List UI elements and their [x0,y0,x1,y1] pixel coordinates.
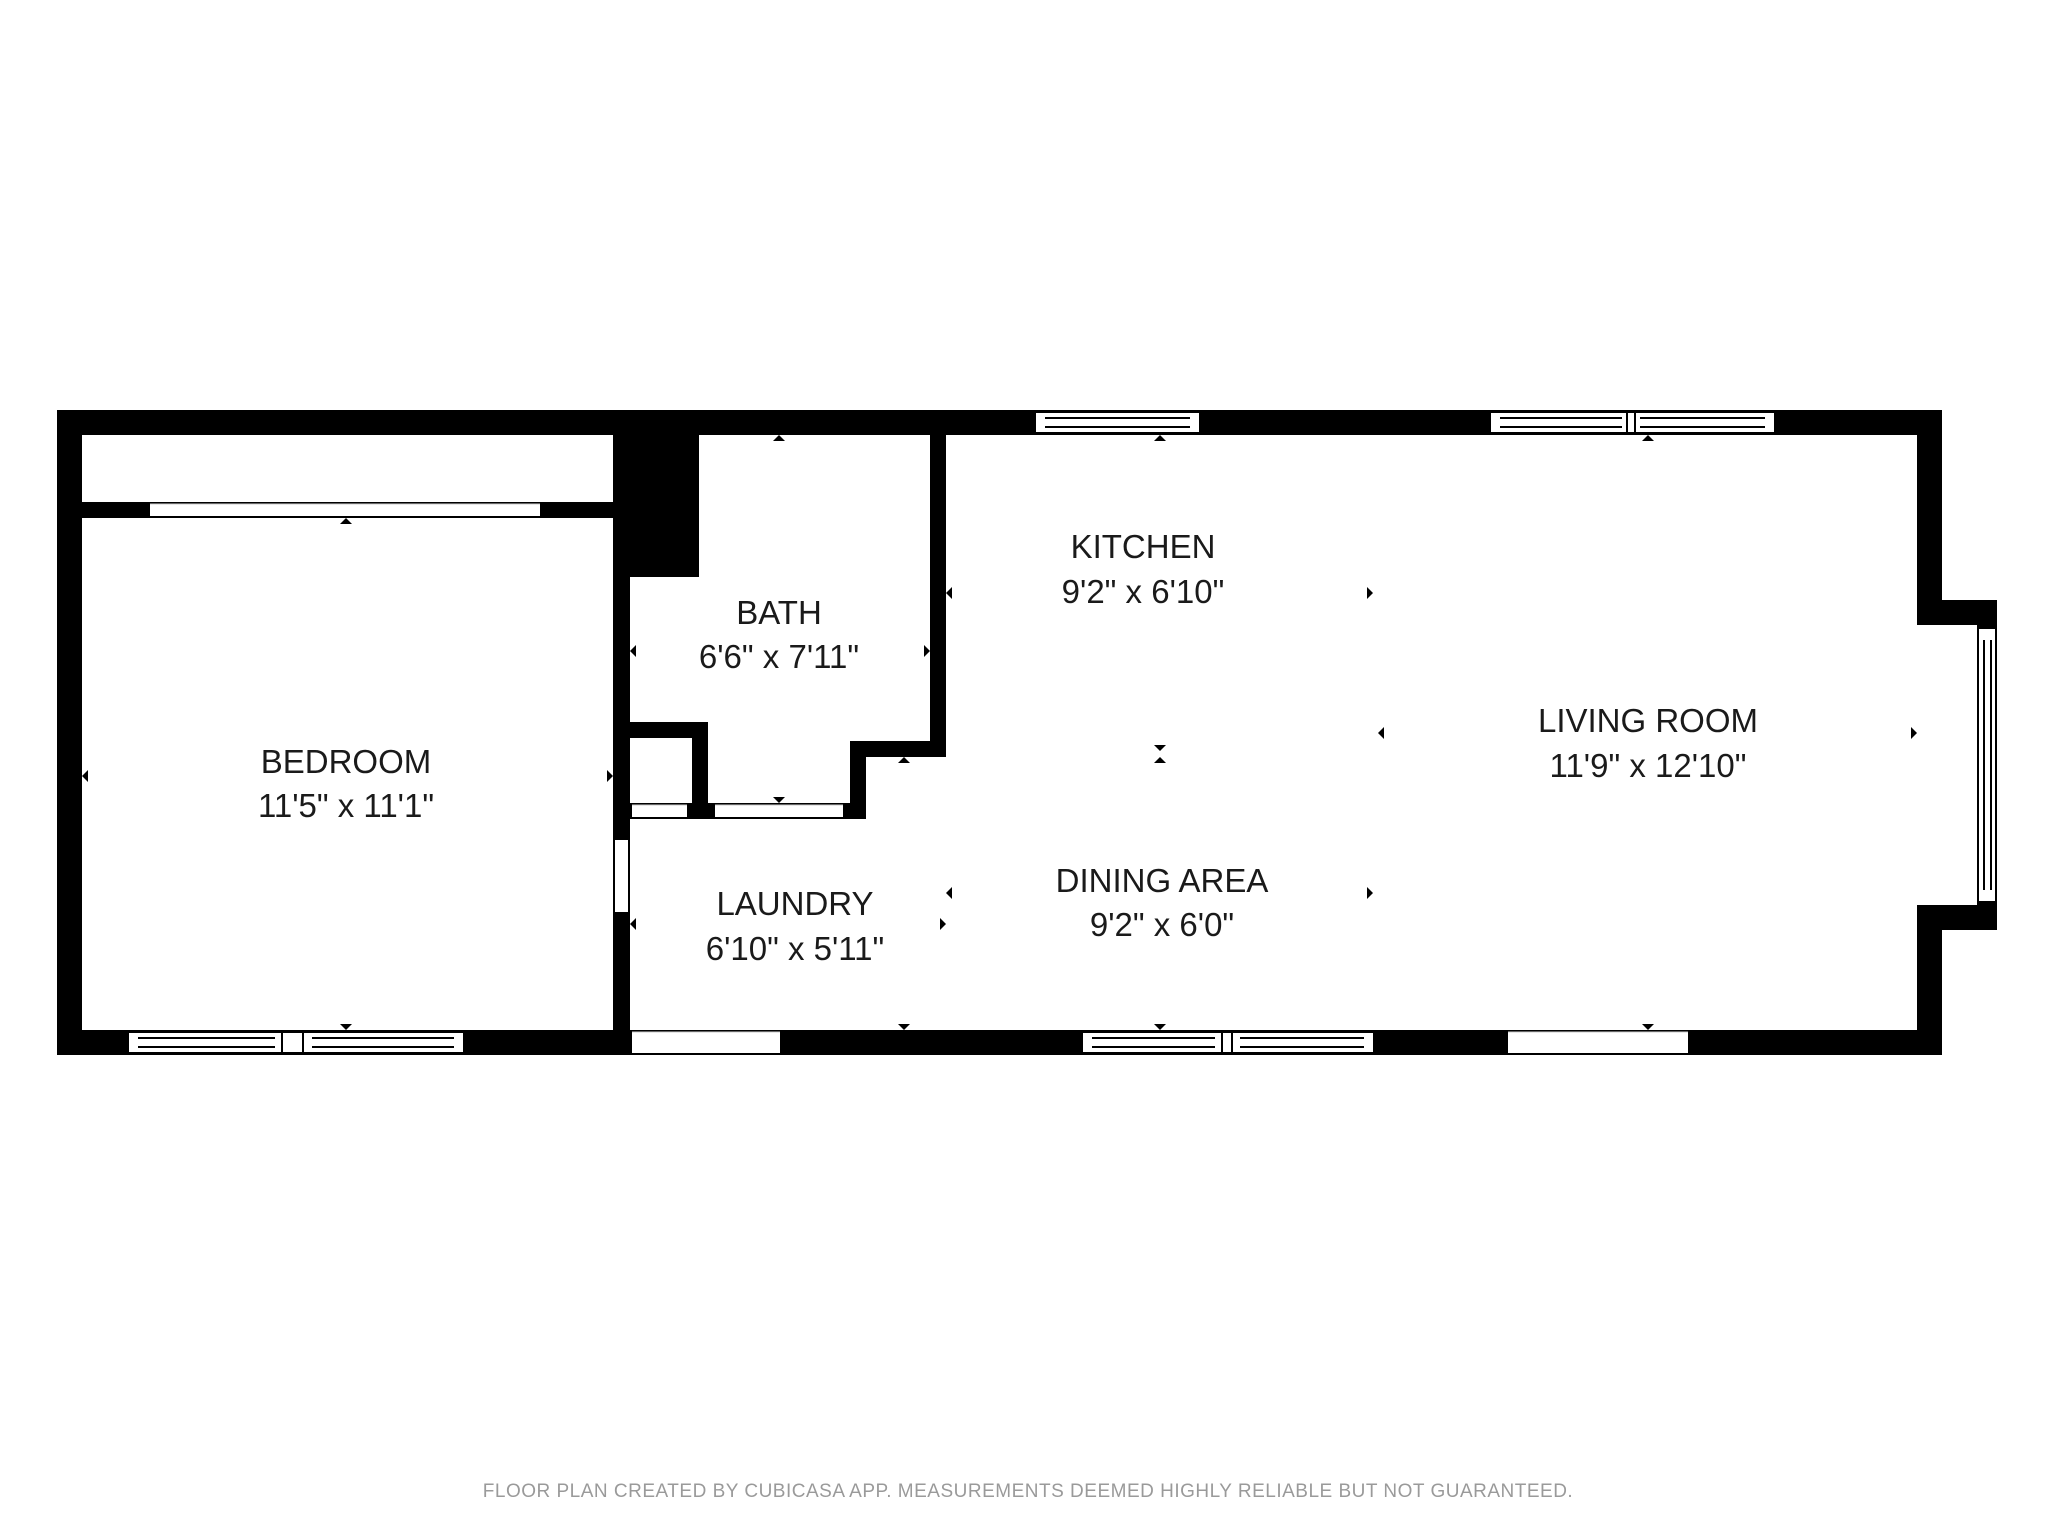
marker-icon [630,918,636,930]
windows [127,411,1997,1054]
marker-icon [898,757,910,763]
marker-icon [1642,1024,1654,1030]
wall-bath-step-v [850,741,866,819]
dining-area-name: DINING AREA [1056,862,1269,899]
marker-icon [1154,757,1166,763]
living-room-dimensions: 11'9" x 12'10" [1550,747,1747,784]
marker-icon [946,587,952,599]
wall-small-closet-right [692,722,708,819]
marker-icon [82,770,88,782]
marker-icon [1367,587,1373,599]
bath-dimensions: 6'6" x 7'11" [699,638,859,675]
marker-icon [340,518,352,524]
marker-icon [773,435,785,441]
living-room-name: LIVING ROOM [1538,702,1758,739]
dining-area-dimensions: 9'2" x 6'0" [1090,906,1234,943]
wall-bath-right [930,410,946,757]
window-living-top [1489,411,1776,434]
marker-icon [773,797,785,803]
wall-small-closet-top [630,722,708,738]
marker-icon [940,918,946,930]
rear-door-opening [1508,1032,1688,1053]
marker-icon [1378,727,1384,739]
marker-icon [607,770,613,782]
marker-icon [340,1024,352,1030]
room-labels: BEDROOM 11'5" x 11'1" BATH 6'6" x 7'11" … [258,528,1758,967]
dimension-markers [82,435,1917,1030]
marker-icon [1367,887,1373,899]
entry-door-opening [632,1032,780,1053]
window-kitchen-top [1034,411,1201,434]
marker-icon [630,645,636,657]
window-bedroom-bottom [127,1031,465,1054]
marker-icon [1154,745,1166,751]
closet-opening [150,504,540,516]
marker-icon [1154,1024,1166,1030]
openings [150,503,1688,1053]
marker-icon [1642,435,1654,441]
marker-icon [1911,727,1917,739]
window-bay [1977,627,1997,903]
marker-icon [924,645,930,657]
wall-right-upper [1917,410,1942,625]
wall-chase [613,410,699,577]
disclaimer-text: FLOOR PLAN CREATED BY CUBICASA APP. MEAS… [483,1481,1573,1502]
bedroom-door-opening [615,840,628,912]
bedroom-name: BEDROOM [261,743,432,780]
wall-bath-step [850,741,946,757]
marker-icon [1154,435,1166,441]
bath-name: BATH [736,594,822,631]
laundry-name: LAUNDRY [716,885,873,922]
bedroom-dimensions: 11'5" x 11'1" [258,787,434,824]
laundry-dimensions: 6'10" x 5'11" [706,930,885,967]
marker-icon [946,887,952,899]
kitchen-name: KITCHEN [1071,528,1216,565]
small-closet-opening [632,805,687,817]
bath-door-opening [715,805,843,817]
window-dining-bottom [1081,1031,1375,1054]
kitchen-dimensions: 9'2" x 6'10" [1062,573,1225,610]
marker-icon [898,1024,910,1030]
